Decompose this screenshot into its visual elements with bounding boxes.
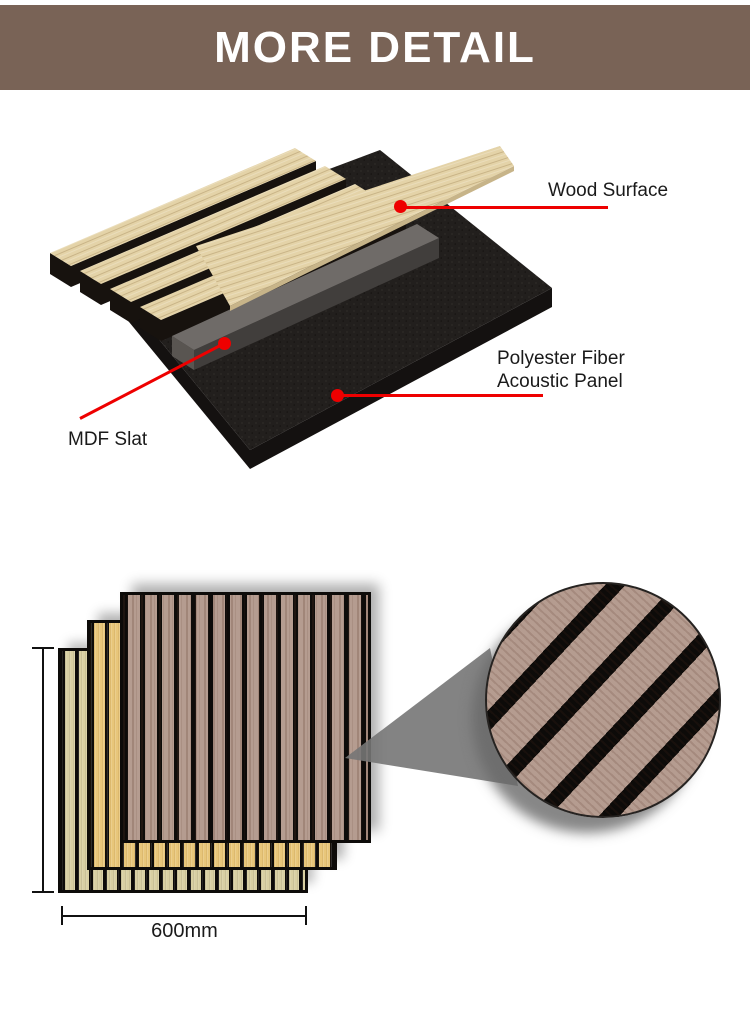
callout-label: Polyester Fiber Acoustic Panel bbox=[497, 347, 625, 393]
section-banner: MORE DETAIL bbox=[0, 5, 750, 90]
callout-label-line: Acoustic Panel bbox=[497, 371, 623, 392]
width-dimension-label: 600mm bbox=[151, 920, 218, 942]
callout-dot bbox=[218, 337, 231, 350]
callout-label-line: Polyester Fiber bbox=[497, 348, 625, 369]
callout-label: Wood Surface bbox=[548, 180, 669, 201]
magnifier-circle bbox=[485, 582, 721, 818]
callout-label: MDF Slat bbox=[68, 429, 148, 450]
callout-line bbox=[337, 394, 543, 397]
callout-dot bbox=[394, 200, 407, 213]
section-title: MORE DETAIL bbox=[214, 22, 536, 72]
callout-line bbox=[400, 206, 608, 209]
wood-veneer-plank bbox=[196, 146, 514, 311]
panel-walnut bbox=[120, 592, 371, 843]
exploded-panel-photo bbox=[50, 146, 552, 469]
callout-dot bbox=[331, 389, 344, 402]
